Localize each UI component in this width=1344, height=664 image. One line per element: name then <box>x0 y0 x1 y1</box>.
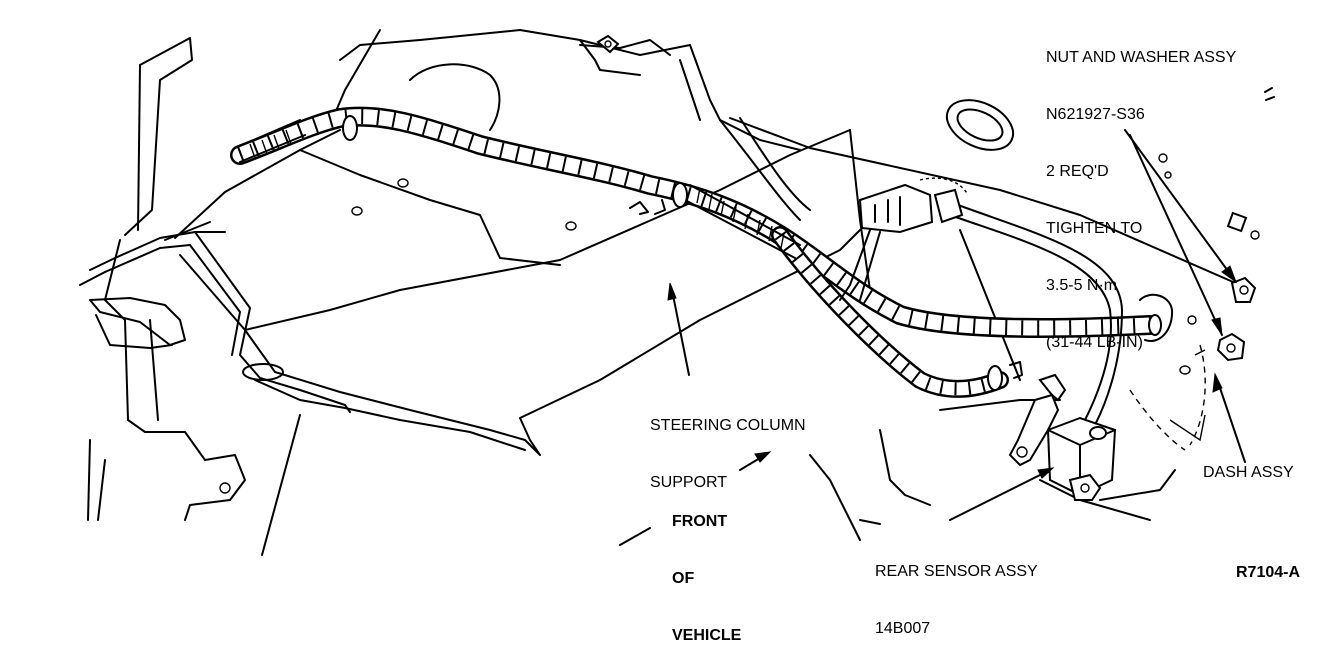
dash-assy-callout: DASH ASSY <box>1203 464 1294 481</box>
steering-column-line-1: STEERING COLUMN <box>650 417 806 434</box>
nut-washer-callout: NUT AND WASHER ASSY N621927-S36 2 REQ'D … <box>1046 10 1236 371</box>
steering-column-callout: STEERING COLUMN SUPPORT <box>650 378 806 511</box>
harness-illustration <box>79 29 1275 556</box>
nut-washer-line-6: (31-44 LB-IN) <box>1046 334 1143 351</box>
nut-washer-line-1: NUT AND WASHER ASSY <box>1046 49 1237 66</box>
harness-connector <box>839 177 969 301</box>
nut-washer-line-3: 2 REQ'D <box>1046 163 1109 180</box>
leader-lines <box>261 129 1246 556</box>
nut-washer-line-5: 3.5-5 N·m <box>1046 277 1118 294</box>
diagram-canvas <box>79 29 1275 556</box>
rear-sensor-callout: REAR SENSOR ASSY 14B007 <box>875 524 1038 657</box>
rear-sensor-line-1: REAR SENSOR ASSY <box>875 563 1038 580</box>
nut-washer-line-2: N621927-S36 <box>1046 106 1145 123</box>
front-of-vehicle-callout: FRONT OF VEHICLE <box>672 474 741 664</box>
rear-sensor-illustration <box>1008 373 1117 501</box>
front-of-vehicle-line-1: FRONT <box>672 513 728 530</box>
rear-sensor-line-2: 14B007 <box>875 620 931 637</box>
front-of-vehicle-line-2: OF <box>672 570 695 587</box>
cowl-panel <box>339 29 801 151</box>
nut-washer-line-4: TIGHTEN TO <box>1046 220 1143 237</box>
left-body-pillar <box>87 37 246 521</box>
mounting-hardware <box>1129 276 1257 451</box>
wiring-harness <box>230 106 1162 426</box>
steering-column-line-2: SUPPORT <box>650 474 728 491</box>
front-of-vehicle-line-3: VEHICLE <box>672 627 742 644</box>
figure-code: R7104-A <box>1236 564 1301 581</box>
